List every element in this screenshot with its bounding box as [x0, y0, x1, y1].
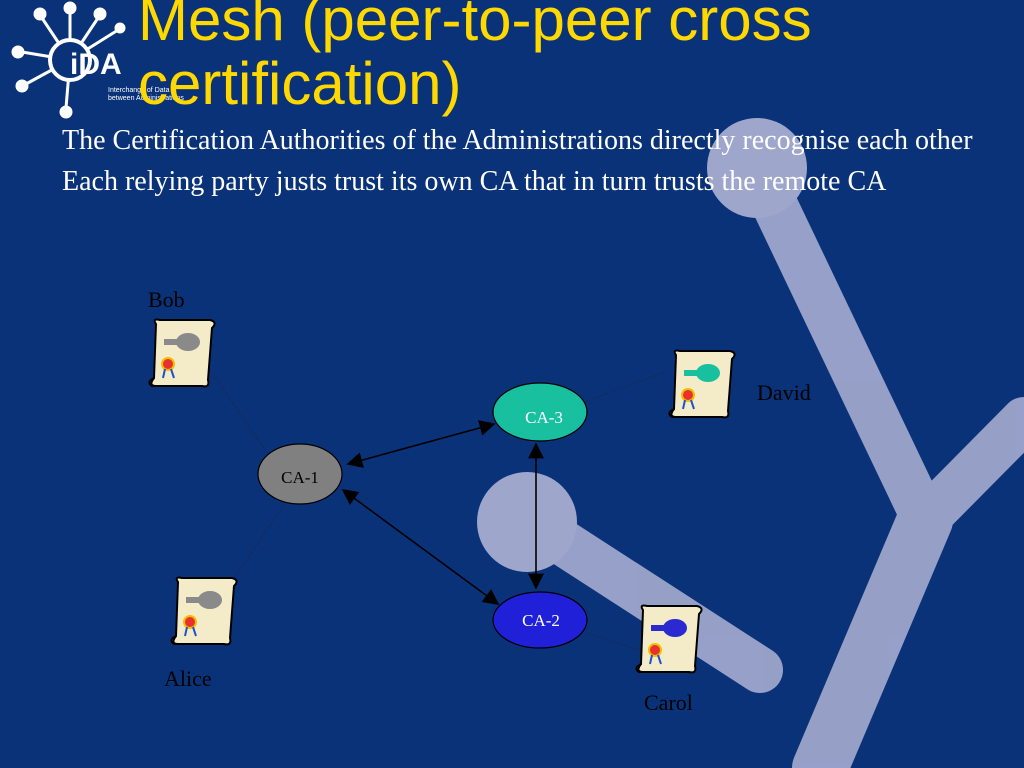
node-label-ca1: CA-1 — [281, 468, 319, 487]
bullet-2: Each relying party justs trust its own C… — [62, 166, 887, 197]
logo-text: iDA — [70, 48, 122, 81]
edge-alice-ca1 — [232, 504, 285, 581]
slide-title: Mesh (peer-to-peer cross certification) — [138, 0, 1018, 116]
certificate-icon-bob — [148, 318, 216, 388]
diagram-nodes — [257, 382, 588, 649]
decor-circle-mid — [477, 472, 577, 572]
party-label-david: David — [757, 380, 811, 405]
certificate-icon-david — [668, 349, 736, 419]
edge-bob-ca1 — [213, 374, 266, 451]
edge-ca1-ca3 — [346, 420, 496, 468]
network-node-logo-icon — [11, 1, 126, 119]
diagram-certificates — [148, 318, 736, 674]
node-ca3 — [492, 382, 588, 442]
node-ca1 — [257, 443, 343, 505]
party-label-carol: Carol — [644, 690, 693, 715]
diagram-edges — [213, 371, 665, 651]
party-label-bob: Bob — [148, 287, 185, 312]
bullet-1: The Certification Authorities of the Adm… — [62, 125, 973, 156]
title-line-1: Mesh (peer-to-peer cross — [138, 0, 812, 53]
svg-text:between Administrations: between Administrations — [108, 95, 184, 102]
node-label-ca3: CA-3 — [525, 408, 563, 427]
edge-david-ca3 — [584, 371, 665, 403]
svg-text:Interchange of Data: Interchange of Data — [108, 87, 170, 94]
certificate-icon-carol — [635, 604, 703, 674]
node-ca2 — [492, 591, 588, 649]
title-line-2: certification) — [138, 50, 462, 117]
slide-body: The Certification Authorities of the Adm… — [62, 120, 1022, 202]
certificate-icon-alice — [170, 576, 238, 646]
decor-circle-top — [707, 118, 807, 218]
party-label-alice: Alice — [164, 666, 212, 691]
edge-ca1-ca2 — [341, 489, 500, 605]
edge-carol-ca2 — [584, 631, 641, 651]
node-label-ca2: CA-2 — [522, 611, 560, 630]
